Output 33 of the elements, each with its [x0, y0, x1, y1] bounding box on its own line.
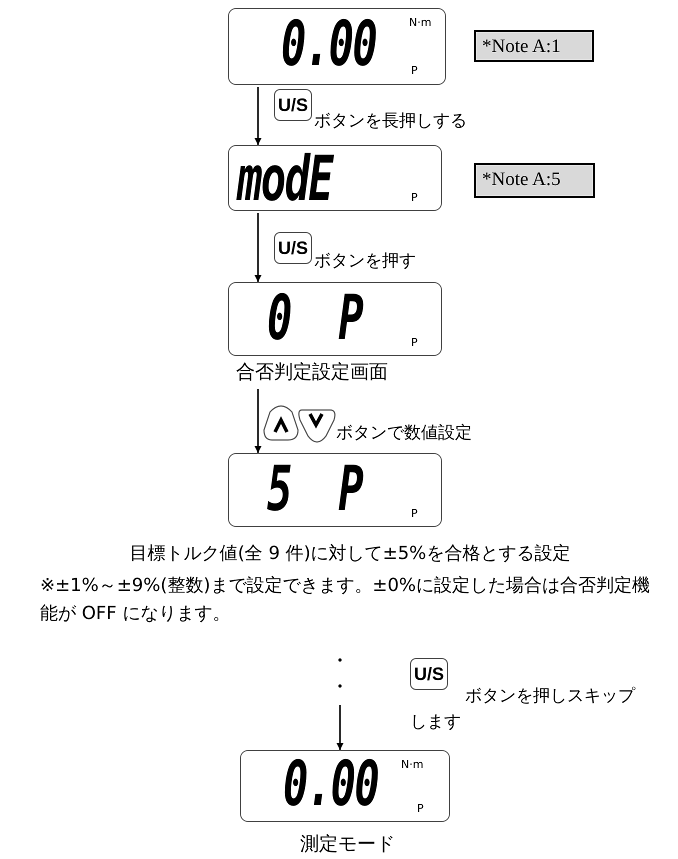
edge-label: ボタンで数値設定: [336, 422, 472, 445]
note-text: ※±1%～±9%(整数)まで設定できます。±0%に設定した場合は合否判定機能が OFF になります。: [40, 574, 652, 626]
flow-arrow: [254, 87, 262, 145]
edge-label: ボタンを押す: [314, 250, 416, 273]
mode-indicator: P: [417, 803, 424, 814]
note-text: 目標トルク値(全 9 件)に対して±5%を合格とする設定: [128, 542, 572, 566]
note-tag: *Note A:1: [474, 30, 594, 62]
lcd-display: [228, 145, 442, 211]
unit-label: N·m: [409, 17, 432, 28]
us-key: U/S: [274, 89, 312, 121]
note-tag: *Note A:5: [474, 163, 595, 198]
display-readout: 0 P: [267, 287, 362, 350]
us-key: U/S: [410, 658, 448, 690]
unit-label: N·m: [401, 759, 424, 770]
mode-indicator: P: [411, 337, 418, 348]
flow-arrow: [254, 213, 262, 282]
mode-indicator: P: [411, 508, 418, 519]
display-readout: modE: [237, 148, 332, 210]
lcd-display: [228, 8, 446, 85]
screen-caption: 測定モード: [300, 832, 395, 857]
us-key: U/S: [274, 232, 312, 264]
screen-caption: 合否判定設定画面: [236, 360, 388, 385]
display-readout: 0.00: [283, 753, 378, 816]
mode-indicator: P: [411, 192, 418, 203]
lcd-display: [228, 282, 442, 356]
flow-arrow: [254, 389, 262, 453]
flow-arrow: [336, 705, 344, 750]
lcd-display: [228, 453, 442, 527]
mode-indicator: P: [411, 65, 418, 76]
lcd-display: [240, 750, 450, 822]
display-readout: 5 P: [267, 458, 362, 520]
edge-label: ボタンを長押しする: [314, 110, 467, 133]
display-readout: 0.00: [281, 13, 376, 76]
